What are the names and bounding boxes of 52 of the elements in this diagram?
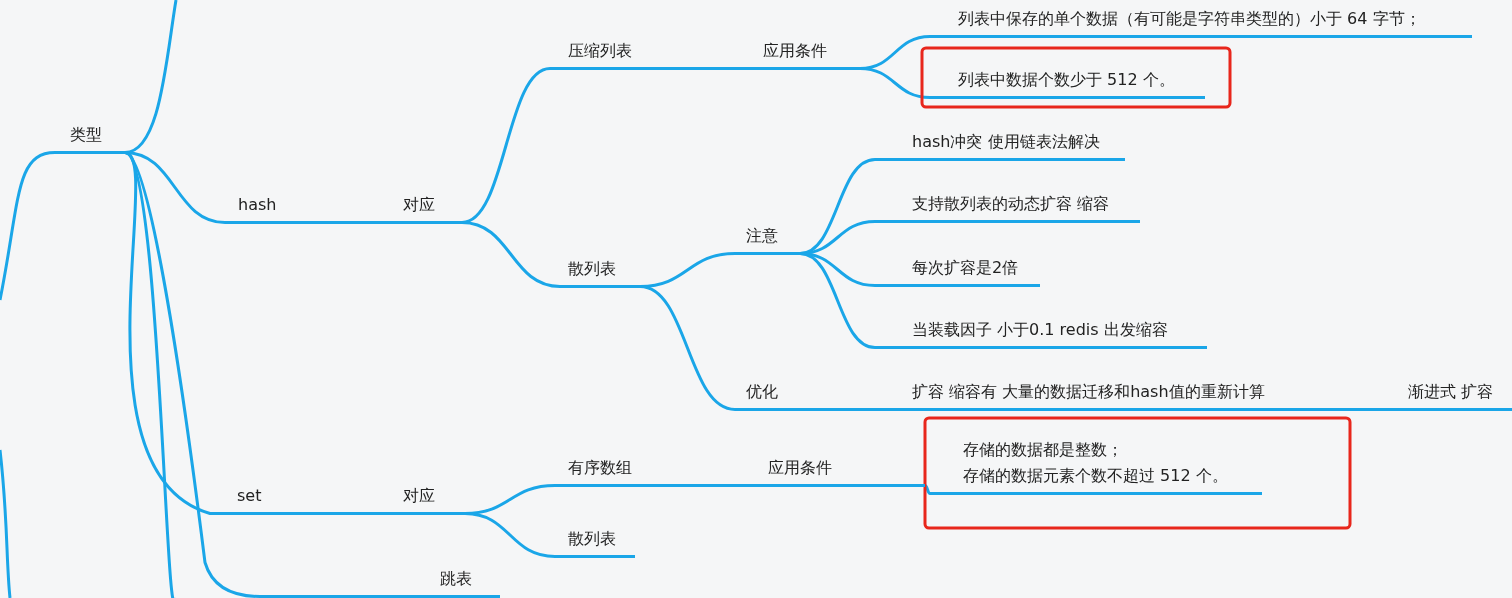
topic-text: 有序数组 <box>568 457 632 479</box>
topic-text: 渐进式 扩容 <box>1408 381 1494 403</box>
topic-node <box>930 442 1262 495</box>
topic-node <box>1402 380 1512 411</box>
topic-node <box>555 456 725 487</box>
topic-text: 对应 <box>403 194 435 216</box>
branch-line <box>124 151 220 515</box>
branch-line <box>630 67 640 70</box>
topic-text: 散列表 <box>568 528 616 550</box>
topic-text: 散列表 <box>568 258 616 280</box>
topic-text: 当装载因子 小于0.1 redis 出发缩容 <box>912 319 1168 341</box>
branch-line <box>799 252 876 349</box>
branch-line <box>464 512 556 558</box>
topic-text: hash <box>238 194 277 216</box>
topic-text: 列表中数据个数少于 512 个。 <box>958 69 1175 91</box>
topic-text: hash冲突 使用链表法解决 <box>912 131 1100 153</box>
topic-node <box>550 39 630 70</box>
branch-line <box>1390 408 1402 411</box>
topic-text: 扩容 缩容有 大量的数据迁移和hash值的重新计算 <box>912 381 1265 403</box>
topic-text: 注意 <box>746 225 778 247</box>
topic-text: 存储的数据元素个数不超过 512 个。 <box>963 465 1228 487</box>
branch-line <box>461 221 561 288</box>
topic-text: 应用条件 <box>763 40 827 62</box>
topic-node <box>875 130 1125 161</box>
topic-node <box>737 456 925 487</box>
branch-line <box>280 221 292 224</box>
topic-node <box>902 380 1390 411</box>
topic-text: 存储的数据都是整数； <box>963 439 1123 461</box>
branch-line <box>725 484 737 487</box>
topic-text: 应用条件 <box>768 457 832 479</box>
branch-line <box>0 151 56 301</box>
topic-node <box>735 224 800 255</box>
topic-node <box>640 39 860 70</box>
branch-line <box>380 512 392 515</box>
topic-text: 支持散列表的动态扩容 缩容 <box>912 193 1110 215</box>
topic-text: 列表中保存的单个数据（有可能是字符串类型的）小于 64 字节； <box>958 8 1421 30</box>
topic-text: set <box>237 485 262 507</box>
branch-line <box>890 408 902 411</box>
topic-text: 压缩列表 <box>568 40 632 62</box>
branch-line <box>859 67 931 99</box>
topic-node <box>930 7 1472 38</box>
topic-node <box>875 318 1207 349</box>
branch-line <box>639 285 736 411</box>
topic-text: 优化 <box>746 381 778 403</box>
topic-text: 类型 <box>70 124 102 146</box>
topic-node <box>392 484 465 515</box>
topic-node <box>292 193 462 224</box>
topic-text: 跳表 <box>440 568 472 590</box>
topic-text: 对应 <box>403 485 435 507</box>
topic-node <box>875 256 1040 287</box>
topic-text: 每次扩容是2倍 <box>912 257 1019 279</box>
topic-node <box>875 192 1140 223</box>
